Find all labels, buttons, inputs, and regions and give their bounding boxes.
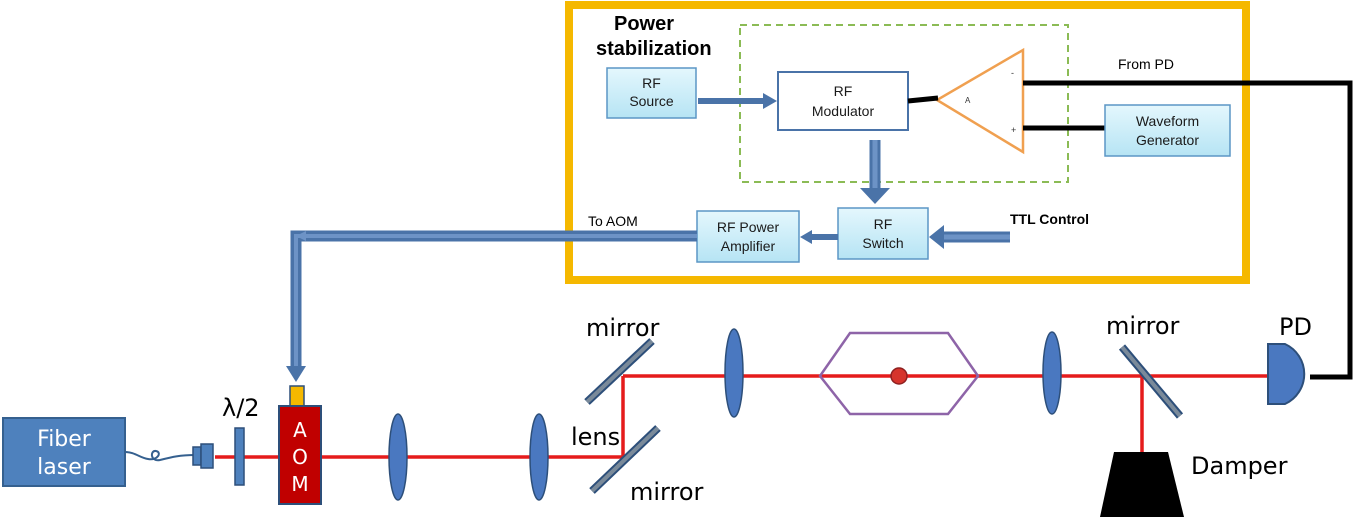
svg-text:Waveform: Waveform <box>1136 113 1199 129</box>
svg-text:Fiber: Fiber <box>37 427 92 452</box>
photodiode <box>1267 343 1306 405</box>
svg-text:Modulator: Modulator <box>812 103 875 119</box>
svg-text:RF: RF <box>874 216 893 232</box>
ttl-control-label: TTL Control <box>1010 211 1089 227</box>
mirror-top-label: mirror <box>586 314 660 342</box>
lens-1 <box>388 413 408 501</box>
differential-amplifier: A - + <box>934 47 1025 155</box>
from-pd-label: From PD <box>1118 56 1174 72</box>
svg-text:Generator: Generator <box>1136 132 1199 148</box>
power-stabilization-title-2: stabilization <box>596 38 712 60</box>
rf-switch-box: RF Switch <box>837 207 929 260</box>
svg-text:A: A <box>293 418 307 442</box>
wire-from-pd <box>1023 80 1353 380</box>
rf-power-amplifier-box: RF Power Amplifier <box>696 210 800 263</box>
svg-text:A: A <box>965 96 971 105</box>
damper-label: Damper <box>1191 452 1288 480</box>
arrow-switch-to-amplifier <box>800 230 838 244</box>
wire-modulator-amp <box>907 95 939 104</box>
aom-device: A O M <box>278 385 322 505</box>
lens-2 <box>529 413 549 501</box>
mirror-right-label: mirror <box>1106 312 1180 340</box>
mirror-right-inner <box>1120 345 1182 418</box>
power-stabilization-frame <box>565 1 1250 284</box>
half-wave-label: λ/2 <box>222 394 260 422</box>
mirror-bottom-left-inner <box>590 426 660 493</box>
fiber-cable <box>124 450 196 462</box>
fiber-connector <box>192 443 214 469</box>
svg-text:laser: laser <box>37 455 92 480</box>
mirror-bottom-label: mirror <box>630 478 704 506</box>
beam-damper <box>1100 452 1184 517</box>
svg-text:RF Power: RF Power <box>717 219 780 235</box>
lens-4 <box>1042 331 1062 415</box>
rf-modulator-box: RF Modulator <box>777 71 909 131</box>
arrow-modulator-to-switch <box>860 140 890 204</box>
to-aom-label: To AOM <box>588 213 638 229</box>
arrow-amplifier-to-aom <box>286 230 697 382</box>
vacuum-chamber <box>818 331 980 416</box>
svg-text:-: - <box>1011 68 1014 78</box>
svg-text:M: M <box>291 472 308 496</box>
arrow-ttl-to-switch <box>929 225 1010 249</box>
svg-text:O: O <box>292 445 308 469</box>
svg-text:RF: RF <box>642 75 661 91</box>
trapped-particle <box>890 367 908 385</box>
svg-text:Amplifier: Amplifier <box>721 238 776 254</box>
svg-text:RF: RF <box>834 83 853 99</box>
half-wave-plate <box>234 427 245 486</box>
lens-label: lens <box>571 423 620 451</box>
mirror-top-left-inner <box>585 339 654 404</box>
fiber-laser-box: Fiber laser <box>2 417 126 487</box>
pd-label: PD <box>1279 313 1312 341</box>
power-stabilization-title-1: Power <box>614 13 674 35</box>
waveform-generator-box: Waveform Generator <box>1104 104 1231 157</box>
lens-3 <box>724 328 744 418</box>
arrow-source-to-modulator <box>698 93 777 109</box>
svg-text:+: + <box>1011 125 1016 135</box>
rf-source-box: RF Source <box>606 67 697 119</box>
svg-text:Source: Source <box>629 93 674 109</box>
svg-text:Switch: Switch <box>862 235 903 251</box>
